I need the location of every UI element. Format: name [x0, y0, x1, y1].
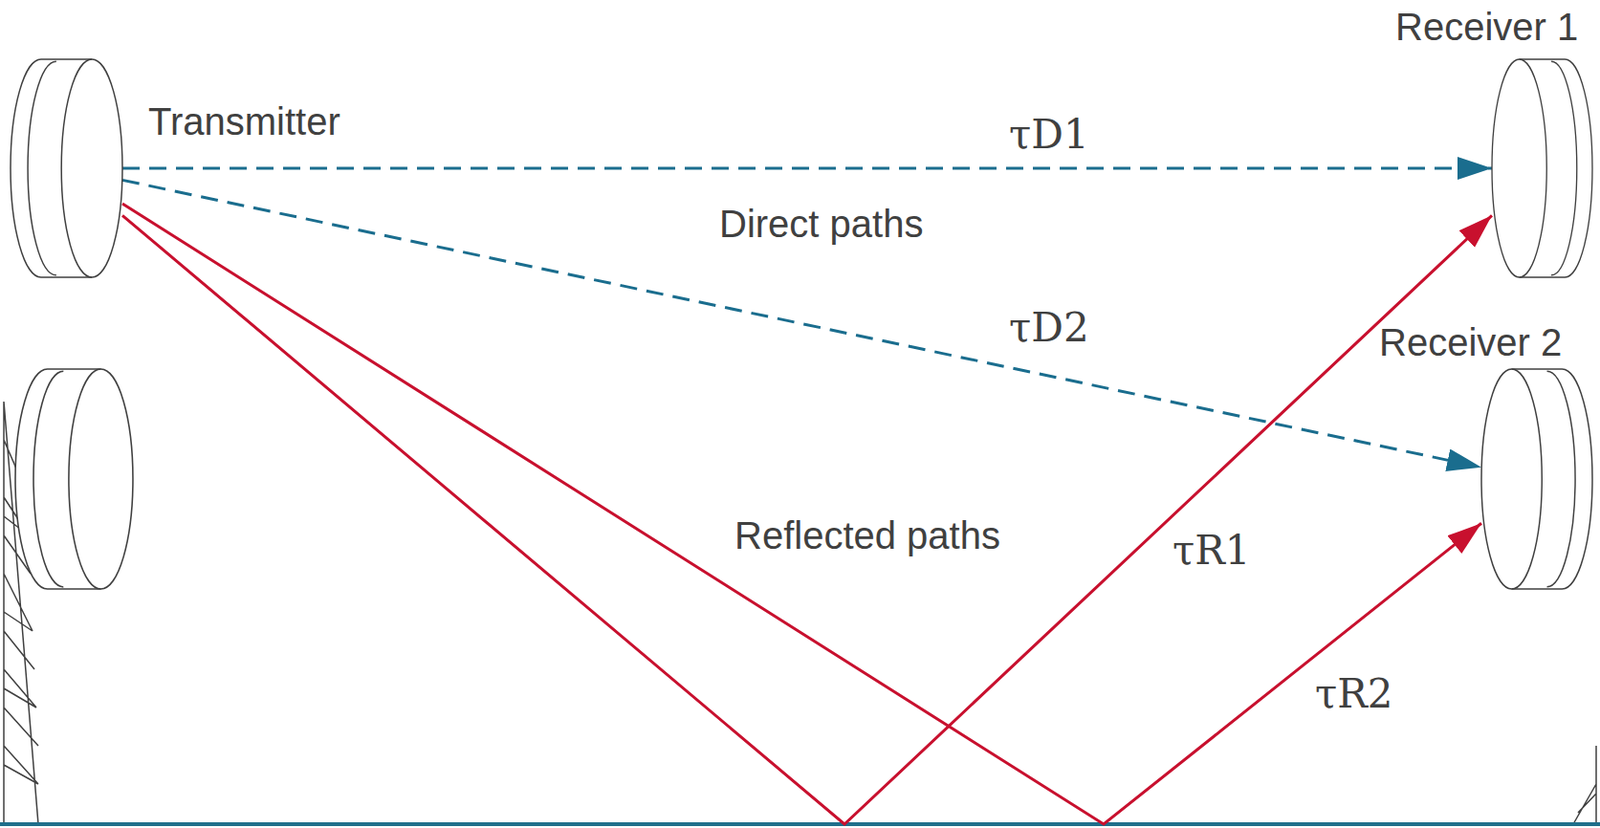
- antenna-label: Receiver 1: [1395, 5, 1579, 48]
- antenna-dish: [1481, 369, 1593, 590]
- delay-label: τD1: [1005, 112, 1094, 157]
- ground-line: [0, 822, 1600, 827]
- antenna-label: Receiver 2: [1379, 321, 1562, 364]
- antenna-dish: [10, 59, 123, 278]
- direct-path-arrow: [122, 167, 1492, 171]
- antenna-dish: [1481, 369, 1593, 590]
- antenna-dish: [10, 59, 123, 278]
- path-group-label: Reflected paths: [730, 514, 1005, 557]
- reflected-path-arrow: [122, 203, 1482, 825]
- antenna-label: Transmitter: [148, 100, 341, 143]
- antenna-node: Receiver 1: [1491, 59, 1593, 278]
- antenna-node: Receiver 2: [1481, 369, 1593, 590]
- antenna-dish: [1491, 59, 1593, 278]
- direct-path-arrow: [122, 179, 1482, 467]
- antenna-dish: [1491, 59, 1593, 278]
- delay-label: τD2: [1005, 306, 1094, 351]
- tower-lattice: [3, 401, 1597, 825]
- antenna-node: Transmitter: [10, 59, 123, 278]
- delay-label: τR2: [1311, 672, 1398, 717]
- path-group-label: Direct paths: [715, 202, 927, 245]
- antenna-dish: [15, 369, 133, 590]
- delay-label: τR1: [1168, 528, 1255, 573]
- reflected-path-arrow: [122, 215, 1492, 825]
